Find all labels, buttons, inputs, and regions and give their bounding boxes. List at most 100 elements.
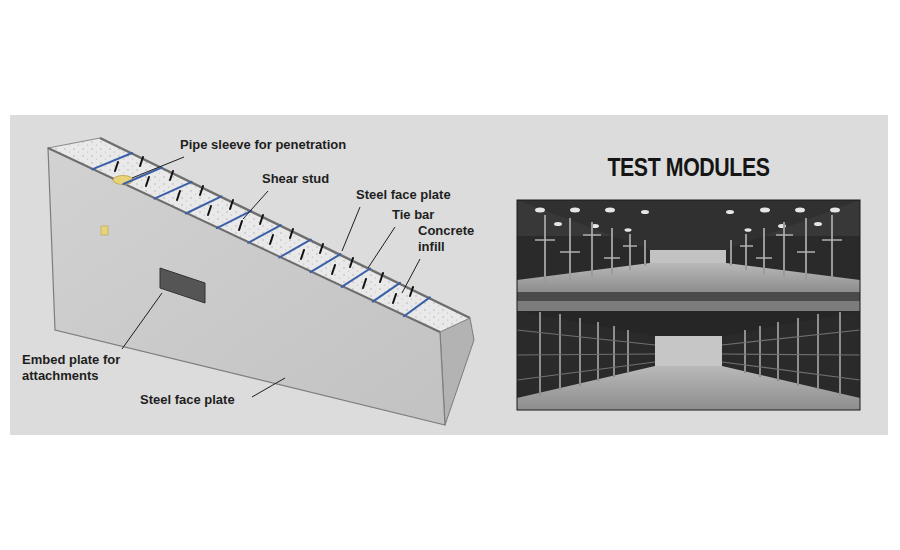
test-module-photo [597,322,599,381]
test-module-photo [517,311,860,336]
test-module-photo [655,336,722,366]
leader-lines [252,378,285,397]
test-module-photo [760,208,770,213]
test-module-photo [763,228,765,274]
callout-label: Pipe sleeve for penetration [180,137,346,153]
test-module-photo [625,228,632,232]
test-module-photo [517,330,655,345]
test-module-photo [722,330,860,345]
test-module-photo [814,222,822,226]
callout-label: Tie bar [392,207,434,223]
test-module-photo [517,200,860,410]
wall-module [342,269,371,287]
test-module-photo [569,218,571,280]
leader-lines [402,259,420,293]
test-module-photo [583,234,601,236]
leader-lines [368,227,395,268]
test-module-photo [776,234,793,236]
test-module-photo [605,208,615,213]
wall-module [177,191,180,200]
panel-ground [10,115,888,435]
test-module-photo [650,250,726,263]
test-module-photo [777,322,779,381]
wall-module [230,200,233,209]
test-module-photo [623,245,637,247]
test-module-photo [783,222,785,277]
wall-module [208,206,211,215]
wall-module [332,265,335,274]
wall-module [380,273,383,282]
wall-module [248,225,281,243]
wall-module [170,171,173,180]
wall-module [115,162,118,171]
test-module-photo [722,362,860,380]
test-module-photo [644,240,646,266]
test-module-photo [627,330,629,373]
test-module-photo [822,239,842,241]
wall-module [260,215,263,224]
test-module-photo [641,210,649,214]
wall-module [410,287,413,296]
test-module-photo [535,208,545,213]
leader-lines [342,207,360,251]
test-module-photo [535,208,840,232]
test-module-photo [730,240,732,266]
wall-module [279,240,310,258]
wall-module [92,153,132,169]
wall-module [404,297,430,316]
back-face-plate-edge [100,138,470,318]
leader-lines [132,157,184,178]
wall-module [350,258,353,267]
test-module-photo [545,215,832,283]
test-module-photo [831,215,833,283]
test-module-photo [517,366,860,410]
callout-label: Concrete infill [418,223,490,255]
test-module-photo [535,239,555,241]
test-module-photo [797,251,815,253]
wall-module [393,294,396,303]
test-module-photo [517,362,655,380]
test-module-photo [517,263,860,292]
test-module-photo [759,326,761,377]
wall-module [146,177,149,186]
concrete-infill-top [48,138,470,332]
test-module-photo [517,330,860,380]
test-module-photo [830,208,840,213]
test-module-photo [539,312,541,396]
test-module-photo [517,200,860,250]
test-module-photo [629,234,631,270]
wall-module [290,229,293,238]
wall-module [363,279,366,288]
wall-module [239,221,242,230]
wall-module [186,196,222,213]
test-module-photo [797,318,799,386]
test-module-photo [744,330,746,373]
callout-label: Embed plate for attachments [22,352,144,384]
test-module-photo [570,208,580,213]
wall-module [320,244,323,253]
test-module-photo [559,314,561,390]
test-module-photo [805,218,807,280]
test-module-photo [726,210,734,214]
test-module-photo [839,312,841,396]
test-module-photo [613,326,615,377]
test-module-photo [740,245,753,247]
test-module-photo [544,215,546,283]
wall-module [155,182,192,199]
wall-module [217,211,251,228]
test-module-photo [554,222,562,226]
test-module-photo [517,301,860,311]
wall-module [270,235,273,244]
wall-module [373,283,400,302]
test-module-photo [795,208,805,213]
test-module-photo [604,257,620,259]
leader-lines [243,191,268,219]
shear-studs [115,157,413,303]
wall-module [200,186,203,195]
callout-label: Shear stud [262,171,329,187]
test-module-photo [517,354,655,355]
test-module-photo [535,235,842,258]
